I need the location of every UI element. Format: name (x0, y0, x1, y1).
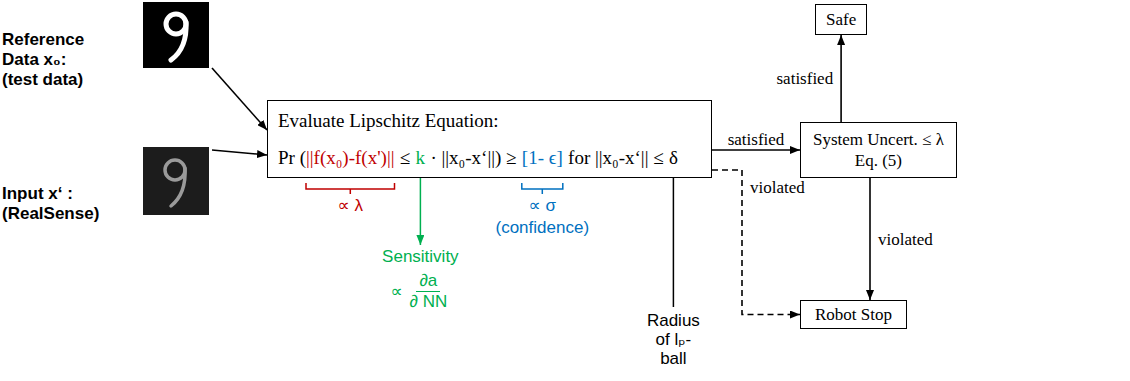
equation-term: Pr ( (278, 147, 306, 168)
box-text: Safe (826, 9, 856, 30)
annotation-holder: ∝ λ (338, 196, 363, 216)
annotation-holder: (confidence) (496, 218, 590, 238)
equation-term: ≤ (400, 147, 410, 168)
outcome-box: Robot Stop (800, 300, 907, 329)
bracket (306, 183, 395, 194)
annotation: ∝ λ (338, 196, 363, 216)
formula-holder: ∝∂a∂ NN (390, 271, 450, 312)
edge-label-holder: violated (876, 230, 935, 249)
equation-term: δ (669, 147, 678, 168)
edge-label: satisfied (726, 130, 787, 149)
reference-digit-image (143, 2, 209, 68)
annotation: Sensitivity (382, 247, 459, 267)
equation-term: k (416, 147, 426, 168)
annotation: ∝ σ (529, 196, 556, 216)
annotation-holder: Sensitivity (382, 247, 459, 267)
equation-term: for ||x₀-x‘|| ≤ (568, 147, 664, 168)
edge-label-holder: satisfied (726, 130, 787, 149)
equation-box: Evaluate Lipschitz Equation: Pr (||f(x₀)-… (267, 100, 712, 178)
fraction-term: ∂a (416, 271, 440, 292)
leader-arrow (420, 170, 422, 245)
box-text: Robot Stop (815, 304, 892, 325)
connector (840, 35, 842, 122)
annotation-holder: Radius of lₚ-ball (644, 311, 702, 368)
image-input-node: Input x‘ : (RealSense) (0, 140, 212, 240)
connector (712, 149, 800, 151)
equation-line: Pr (||f(x₀)-f(x')||≤ k· ||x₀-x‘||) ≥ [1- ϵ… (278, 146, 701, 169)
equation-term: · ||x₀-x‘||) ≥ (430, 147, 516, 168)
fraction: ∂a∂ NN (407, 271, 451, 312)
image-label: Input x‘ : (RealSense) (2, 184, 106, 224)
box-text: Eq. (5) (813, 150, 944, 171)
annotation-holder: ∝ σ (529, 196, 556, 216)
connector (212, 150, 267, 155)
edge-label: violated (748, 178, 807, 197)
check-box: System Uncert. ≤ λEq. (5) (800, 122, 957, 178)
box-title: Evaluate Lipschitz Equation: (278, 109, 701, 132)
equation-term: ||f(x₀)-f(x')|| (306, 147, 395, 168)
fraction-term: ∂ NN (407, 292, 451, 312)
annotation: (confidence) (496, 218, 590, 238)
box-text: System Uncert. ≤ λ (813, 129, 944, 150)
connector (212, 68, 267, 130)
bracket (522, 183, 563, 194)
annotation: Radius of lₚ-ball (644, 311, 702, 368)
leader-line (673, 170, 675, 307)
outcome-box: Safe (815, 4, 867, 35)
formula: ∝∂a∂ NN (390, 271, 450, 312)
edge-label: violated (876, 230, 935, 249)
equation-term: [1- ϵ] (522, 147, 563, 168)
connector (869, 178, 871, 300)
image-label: Reference Data x₀: (test data) (2, 30, 106, 90)
camera-digit-image (143, 147, 209, 215)
edge-label-holder: satisfied (775, 69, 836, 88)
proportional-sign: ∝ (390, 281, 402, 302)
edge-label-holder: violated (748, 178, 807, 197)
edge-label: satisfied (775, 69, 836, 88)
image-input-node: Reference Data x₀: (test data) (0, 0, 212, 100)
